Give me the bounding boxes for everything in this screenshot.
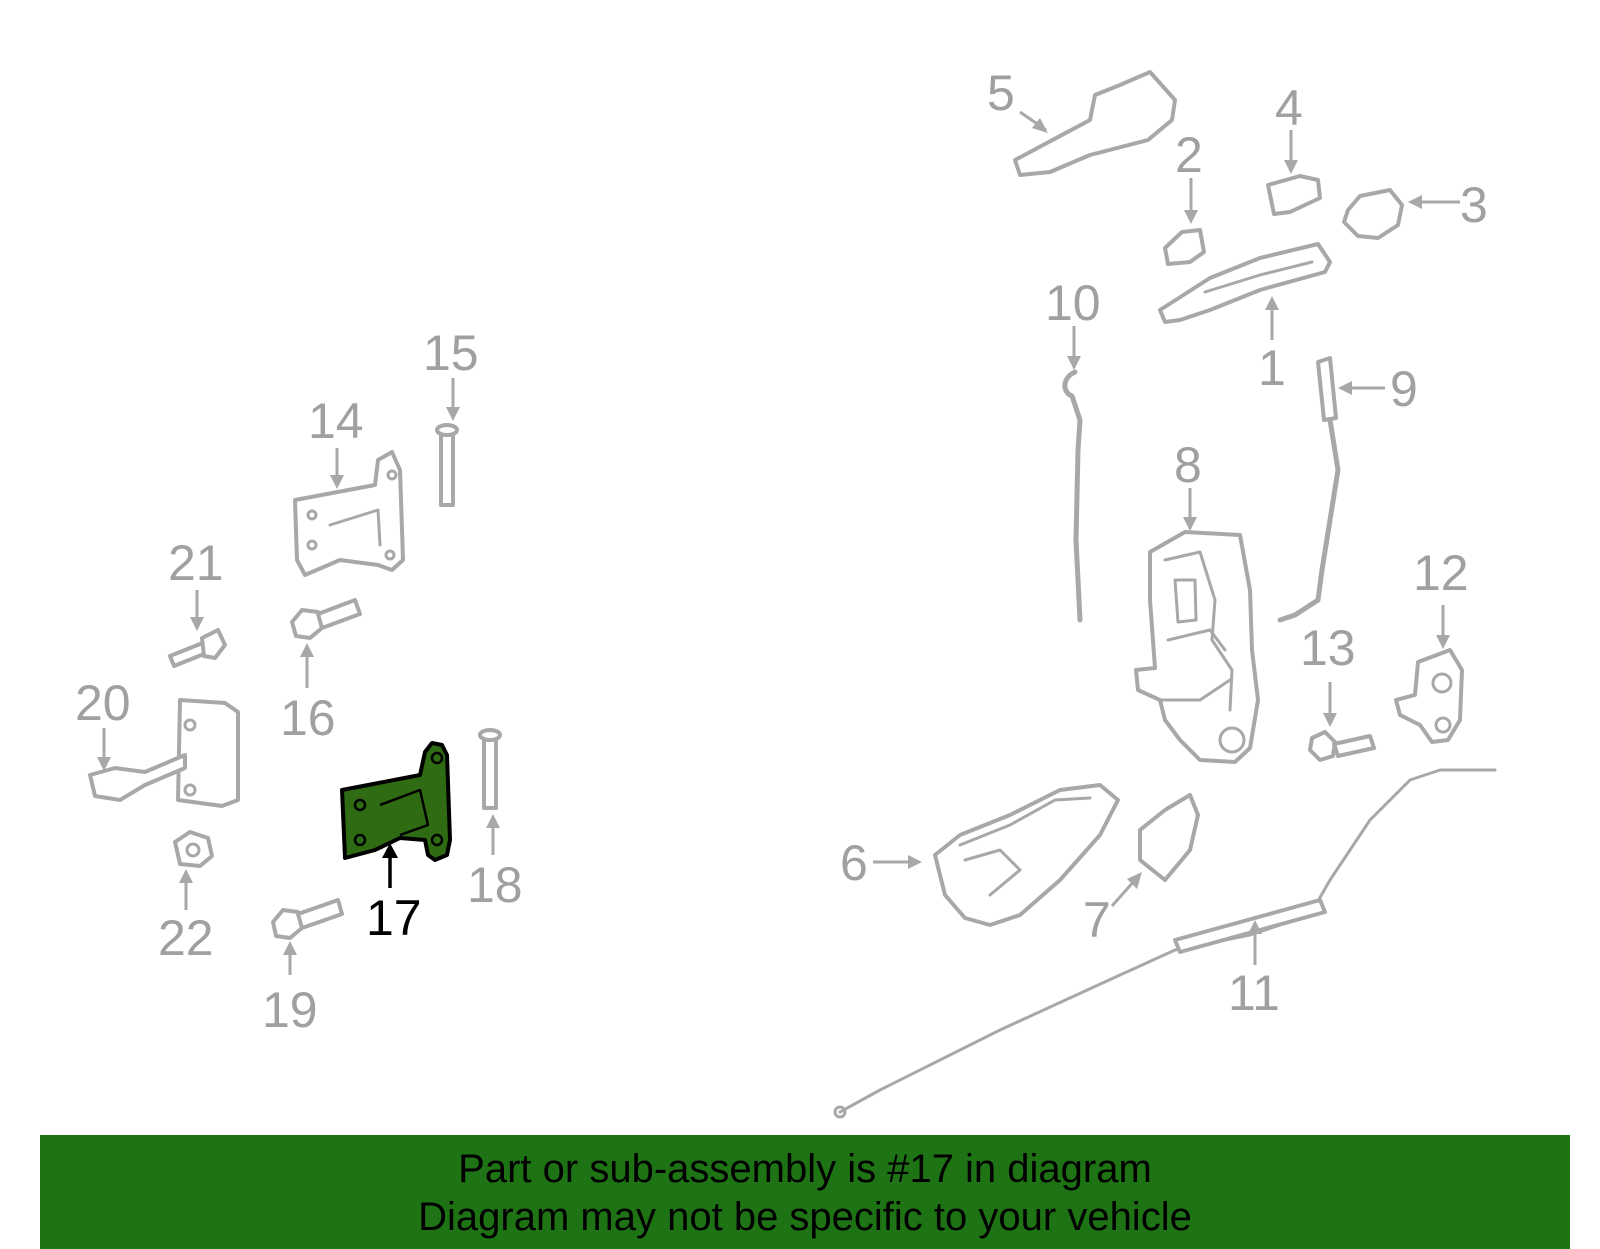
callout-7: 7 [1083, 892, 1111, 948]
part-20-door-check[interactable] [88, 698, 240, 808]
part-1-outside-handle[interactable] [1158, 242, 1332, 324]
part-6-inside-handle[interactable] [933, 783, 1120, 927]
callout-19: 19 [262, 982, 318, 1038]
banner-line-1: Part or sub-assembly is #17 in diagram [458, 1147, 1152, 1191]
banner-line-2: Diagram may not be specific to your vehi… [418, 1195, 1192, 1239]
part-14-upper-hinge[interactable] [293, 450, 405, 577]
part-18-pin[interactable] [478, 728, 502, 810]
part-4-seal[interactable] [1266, 174, 1322, 216]
part-8-latch[interactable] [1134, 530, 1260, 764]
callout-2: 2 [1175, 127, 1203, 183]
callout-14: 14 [308, 393, 364, 449]
part-3-cap[interactable] [1342, 188, 1404, 240]
part-15-pin[interactable] [435, 423, 459, 507]
part-9-rod[interactable] [1277, 356, 1341, 623]
callout-1: 1 [1258, 340, 1286, 396]
callout-3: 3 [1460, 177, 1488, 233]
part-17-lower-hinge[interactable] [340, 741, 452, 862]
part-5-reinforcement[interactable] [1013, 70, 1177, 177]
part-10-rod[interactable] [1062, 369, 1083, 623]
callout-22: 22 [158, 910, 214, 966]
callout-16: 16 [280, 690, 336, 746]
part-22-nut[interactable] [173, 830, 214, 868]
callout-18: 18 [467, 857, 523, 913]
callout-10: 10 [1045, 275, 1101, 331]
callout-6: 6 [840, 835, 868, 891]
part-16-bolt[interactable] [290, 598, 362, 640]
part-2-bezel[interactable] [1163, 228, 1206, 266]
part-19-bolt[interactable] [271, 898, 344, 940]
part-21-bolt[interactable] [168, 628, 227, 668]
callout-11: 11 [1228, 965, 1280, 1021]
callout-8: 8 [1174, 437, 1202, 493]
callout-5: 5 [987, 65, 1015, 121]
callout-17: 17 [366, 890, 422, 946]
leader-arrows [97, 110, 1460, 975]
callout-21: 21 [168, 535, 224, 591]
callout-20: 20 [75, 675, 131, 731]
callout-4: 4 [1275, 80, 1303, 136]
callout-12: 12 [1413, 545, 1469, 601]
info-banner: Part or sub-assembly is #17 in diagram D… [40, 1135, 1570, 1249]
callout-9: 9 [1390, 361, 1418, 417]
callout-13: 13 [1300, 620, 1356, 676]
callout-labels: 1 2 3 4 5 6 7 8 9 10 11 12 13 14 15 16 1… [75, 65, 1488, 1038]
callout-15: 15 [423, 325, 479, 381]
part-11-cable[interactable] [833, 768, 1497, 1119]
part-13-bolt[interactable] [1308, 730, 1376, 762]
part-7-bezel[interactable] [1138, 793, 1200, 882]
part-12-striker[interactable] [1394, 648, 1464, 744]
